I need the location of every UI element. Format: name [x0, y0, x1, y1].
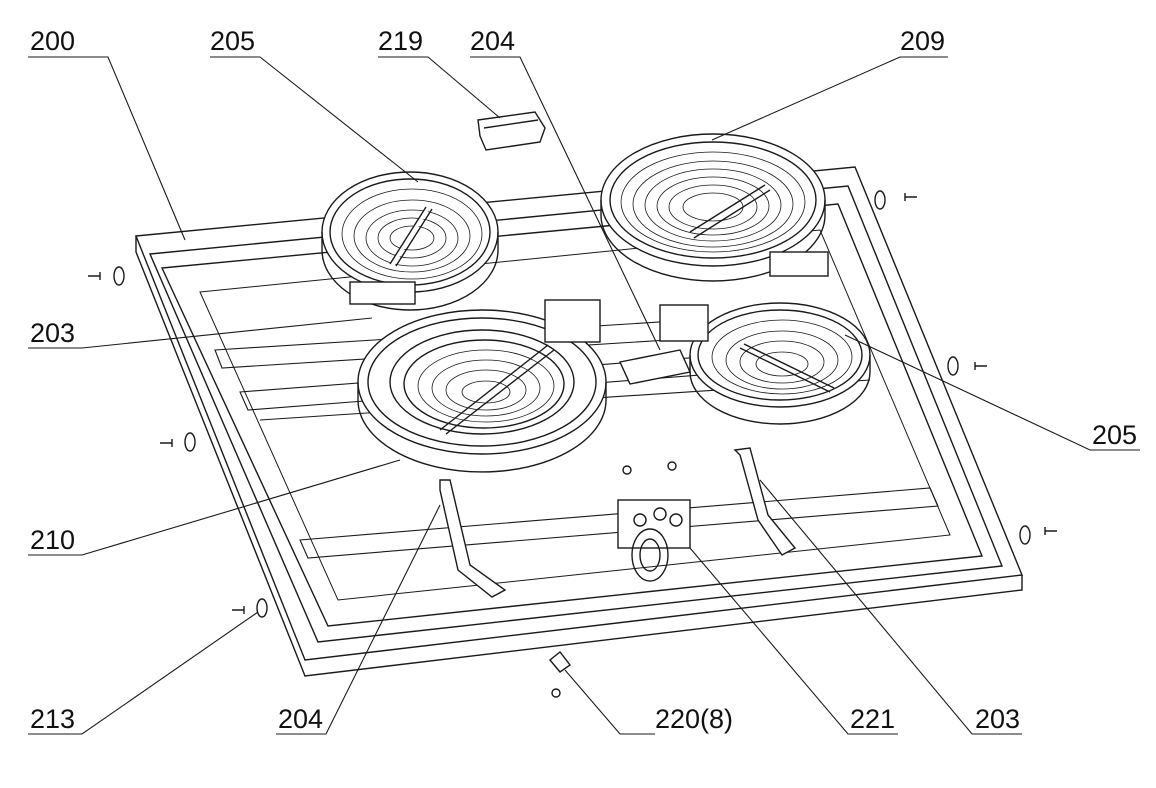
radiant-element-209 — [600, 133, 829, 282]
callout-204-top: 204 — [470, 26, 516, 56]
indicator-cover-219 — [477, 111, 546, 151]
callout-205-right: 205 — [1092, 420, 1138, 450]
callout-204-bottom: 204 — [278, 704, 324, 734]
callout-210: 210 — [30, 525, 76, 555]
callout-203-bottom: 203 — [975, 704, 1021, 734]
callout-203-left: 203 — [30, 318, 76, 348]
screws — [88, 190, 1057, 698]
callout-200: 200 — [30, 26, 76, 56]
radiant-element-205-right — [659, 302, 871, 425]
callout-209: 209 — [900, 26, 946, 56]
callout-205-top: 205 — [210, 26, 256, 56]
radiant-element-210 — [357, 299, 607, 473]
energy-regulator-221 — [617, 499, 691, 582]
leader-lines — [28, 56, 1140, 735]
callout-220: 220(8) — [655, 704, 734, 734]
callout-213: 213 — [30, 704, 76, 734]
brackets — [439, 349, 797, 598]
radiant-element-205-left — [321, 171, 499, 311]
callout-219: 219 — [378, 26, 424, 56]
callout-221: 221 — [850, 704, 896, 734]
